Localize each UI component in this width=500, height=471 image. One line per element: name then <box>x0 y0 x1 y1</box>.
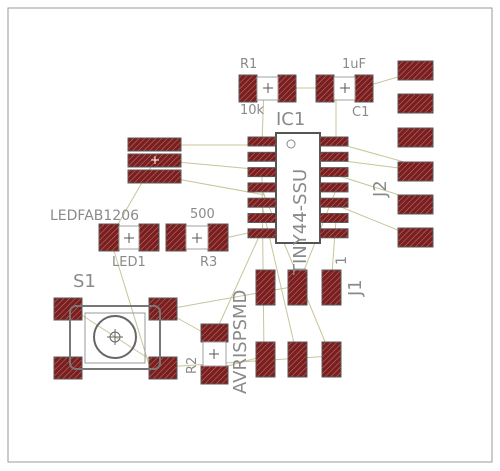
airwire <box>212 229 263 339</box>
switch-outline <box>69 305 161 370</box>
pad <box>247 182 277 193</box>
origin-cross-icon <box>192 233 202 243</box>
origin-cross-icon <box>151 156 159 164</box>
pad <box>277 74 297 103</box>
pad <box>321 341 342 378</box>
pad <box>255 341 276 378</box>
origin-cross-icon <box>107 329 123 345</box>
led-value-label: LEDFAB1206 <box>50 208 139 224</box>
airwire <box>73 309 164 369</box>
switch-button-icon <box>93 315 137 359</box>
origin-cross-icon <box>292 317 302 327</box>
j1-pads <box>255 269 342 378</box>
c1-component <box>315 74 374 103</box>
pad <box>319 167 349 178</box>
r3-name-label: R3 <box>200 255 217 270</box>
origin-cross-icon <box>124 233 134 243</box>
pad <box>287 341 308 378</box>
pad <box>319 228 349 239</box>
pad <box>354 74 374 103</box>
pad <box>247 167 277 178</box>
j2-name-label: J2 <box>370 180 391 198</box>
pad <box>207 223 229 252</box>
ic1-name-label: IC1 <box>276 109 305 130</box>
led-component <box>98 223 160 252</box>
j1-pin-label: 1 <box>334 256 350 265</box>
ic1-value-label: TINY44-SSU <box>290 169 311 276</box>
r1-component <box>238 74 297 103</box>
pad <box>319 182 349 193</box>
s1-component <box>53 297 178 380</box>
pad <box>319 197 349 208</box>
pad <box>319 151 349 162</box>
pad <box>397 127 434 148</box>
pad <box>315 74 335 103</box>
j2-pads <box>397 60 434 248</box>
pad <box>247 151 277 162</box>
pad <box>127 137 182 152</box>
pad <box>165 223 187 252</box>
r2-component <box>200 323 229 385</box>
pad <box>287 269 308 306</box>
pad <box>53 297 83 321</box>
ic1-component <box>247 132 349 244</box>
s1-name-label: S1 <box>73 271 96 292</box>
pad <box>247 136 277 147</box>
r1-name-label: R1 <box>240 57 257 72</box>
airwire <box>109 237 151 369</box>
origin-cross-icon <box>410 150 420 160</box>
pad <box>397 161 434 182</box>
j1-value-label: AVRISPSMD <box>230 290 251 394</box>
pad <box>200 365 229 385</box>
r3-component <box>165 223 229 252</box>
pad <box>397 60 434 81</box>
r1-value-label: 10k <box>240 103 265 118</box>
r3-value-label: 500 <box>190 207 215 222</box>
r2-name-label: R2 <box>185 357 200 374</box>
pad <box>127 169 182 184</box>
pad <box>319 136 349 147</box>
j1-name-label: J1 <box>345 279 366 297</box>
pad <box>148 297 178 321</box>
pad <box>138 223 160 252</box>
board-outline <box>7 7 493 463</box>
pad <box>238 74 258 103</box>
pad <box>98 223 120 252</box>
origin-cross-icon <box>263 83 273 93</box>
origin-cross-icon <box>209 349 219 359</box>
c1-value-label: 1uF <box>342 57 366 72</box>
origin-cross-icon <box>340 83 350 93</box>
pad <box>247 213 277 223</box>
led-name-label: LED1 <box>112 255 146 270</box>
airwire <box>335 142 416 166</box>
pin1-marker-icon <box>286 139 296 149</box>
pad <box>255 269 276 306</box>
pad <box>247 197 277 208</box>
pad <box>247 228 277 239</box>
pad <box>397 194 434 215</box>
led1-pads <box>127 137 182 184</box>
pad <box>200 323 229 343</box>
pad <box>397 93 434 114</box>
pad <box>321 269 342 306</box>
c1-name-label: C1 <box>352 105 369 120</box>
switch-inner <box>84 312 146 364</box>
pad <box>319 213 349 223</box>
pad <box>397 227 434 248</box>
